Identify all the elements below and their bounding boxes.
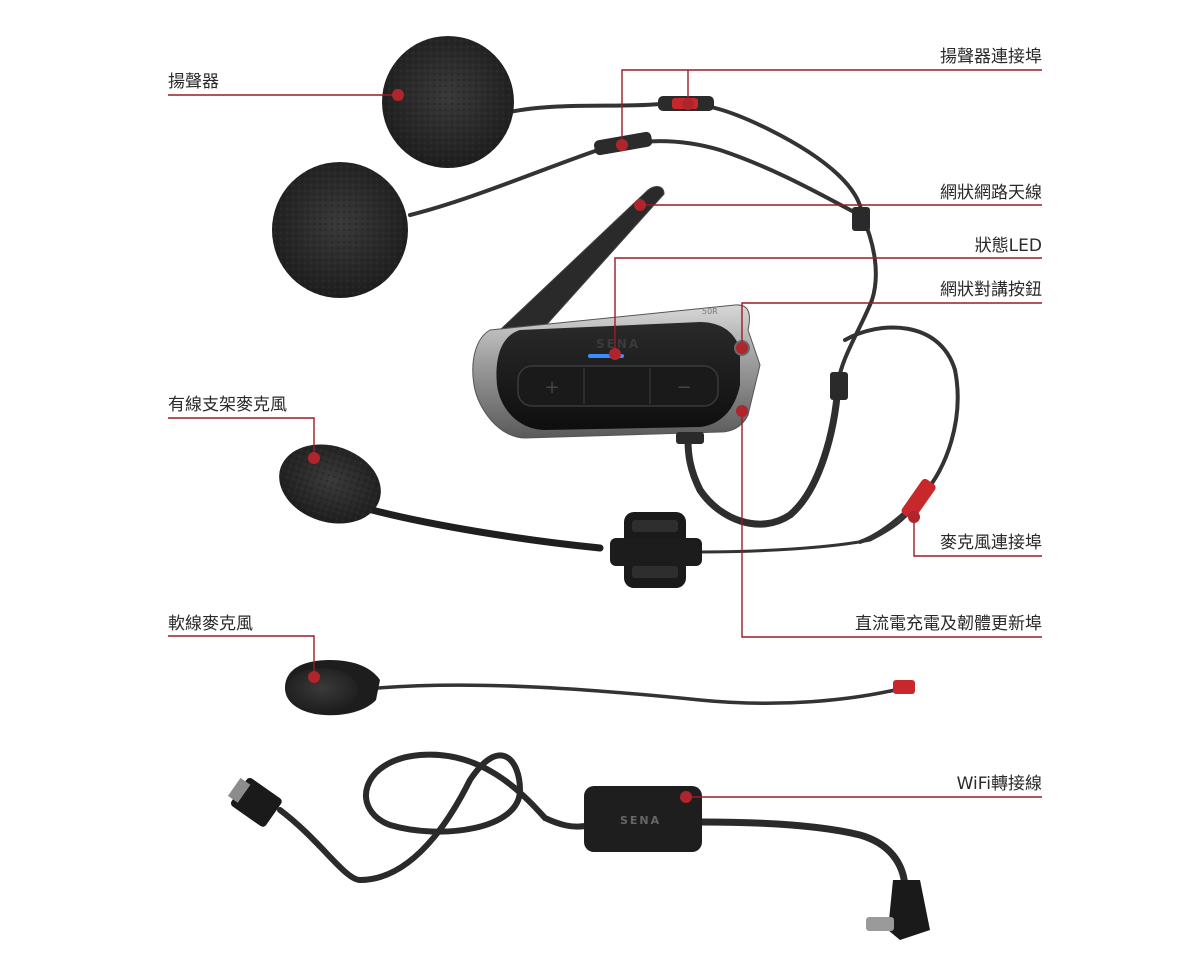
label-dc-port: 直流電充電及韌體更新埠 — [855, 614, 1042, 634]
main-flat-cable — [684, 381, 842, 528]
speaker-1-cable — [508, 101, 878, 387]
boom-mic — [279, 444, 702, 588]
speaker-1 — [382, 36, 514, 168]
dot-speaker — [392, 89, 404, 101]
mic-loop-cable — [843, 325, 960, 544]
main-unit: + − SENA 50R — [472, 304, 761, 444]
usb-c-plug — [866, 880, 930, 940]
label-speaker: 揚聲器 — [168, 72, 219, 92]
dot-speaker-port-2 — [616, 139, 628, 151]
dot-mesh-button — [736, 342, 748, 354]
label-boom-mic: 有線支架麥克風 — [168, 395, 287, 415]
minus-plus-buttons — [517, 365, 719, 407]
label-wifi-cable: WiFi轉接線 — [956, 774, 1042, 794]
callout-dots — [308, 89, 920, 803]
label-speaker-port: 揚聲器連接埠 — [940, 47, 1042, 67]
label-status-led: 狀態LED — [974, 236, 1042, 256]
dot-wired-mic — [308, 671, 320, 683]
dot-dc-port — [736, 405, 748, 417]
svg-text:−: − — [676, 377, 691, 398]
boom-mic-cable — [698, 503, 917, 554]
wired-mic — [285, 660, 915, 716]
callout-mic-port — [913, 517, 1042, 557]
wired-mic-cable — [376, 683, 897, 706]
cable-clip — [830, 372, 848, 400]
cable-junction — [852, 207, 870, 231]
label-mesh-button: 網狀對講按鈕 — [940, 280, 1042, 300]
wired-mic-connector — [893, 680, 915, 694]
model-label: 50R — [702, 307, 718, 316]
callout-boom-mic — [168, 417, 315, 458]
label-wired-mic: 軟線麥克風 — [168, 614, 253, 634]
dot-mesh-antenna — [634, 199, 646, 211]
usbc-cable — [698, 818, 909, 894]
callout-status-led — [614, 257, 1042, 354]
boom-arm — [368, 506, 604, 552]
dot-mic-port — [908, 511, 920, 523]
callout-speaker-port-2 — [621, 69, 688, 145]
dot-wifi-cable — [680, 791, 692, 803]
callout-lines — [168, 69, 1042, 798]
callout-mesh-button — [741, 302, 1042, 348]
usb-cable — [277, 751, 588, 884]
mesh-antenna — [498, 186, 665, 333]
adapter-logo: SENA — [620, 814, 661, 827]
svg-text:+: + — [544, 377, 559, 398]
callout-wired-mic — [168, 635, 315, 677]
dot-boom-mic — [308, 452, 320, 464]
label-mesh-antenna: 網狀網路天線 — [940, 183, 1042, 203]
brand-logo: SENA — [596, 337, 640, 351]
dot-speaker-port-1 — [682, 98, 694, 110]
label-mic-port: 麥克風連接埠 — [940, 533, 1042, 553]
wifi-adapter: SENA — [584, 786, 702, 852]
cables — [277, 101, 960, 894]
speaker-2 — [272, 162, 408, 298]
mic-connector — [901, 478, 936, 520]
callout-dc-port — [741, 411, 1042, 638]
usb-a-plug — [227, 777, 282, 827]
callout-speaker-port — [687, 69, 1042, 104]
dot-status-led — [609, 348, 621, 360]
